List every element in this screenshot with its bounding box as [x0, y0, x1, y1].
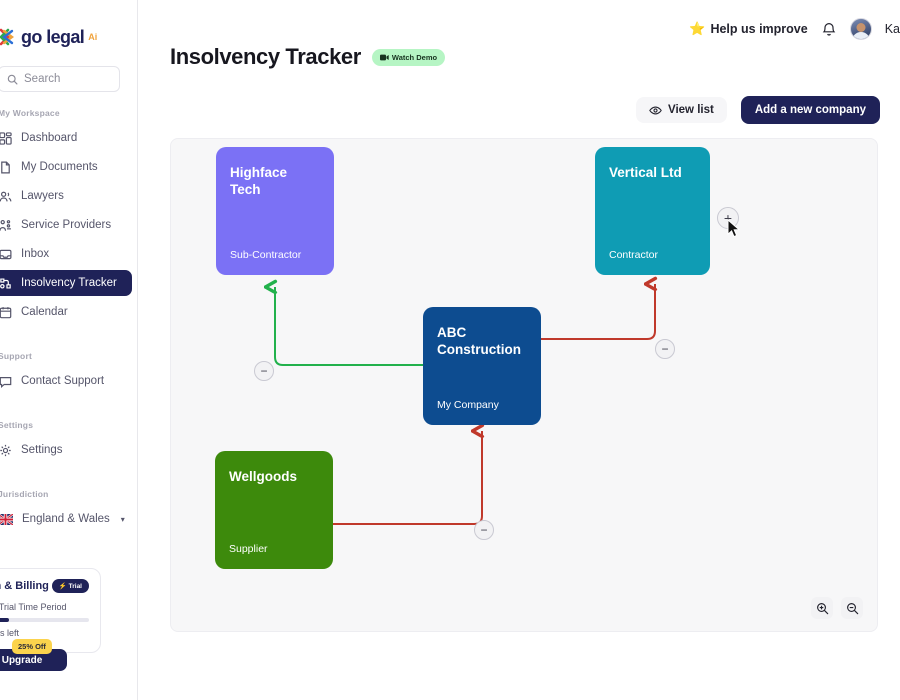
video-icon: [379, 54, 389, 61]
nav-group-label-support: Support: [0, 351, 32, 361]
view-list-label: View list: [668, 104, 714, 116]
sidebar-item-calendar[interactable]: Calendar: [0, 299, 132, 325]
upgrade-button[interactable]: Upgrade: [0, 649, 67, 671]
contact-support-icon: [0, 374, 12, 388]
topbar: ⭐ Help us improve Ka: [689, 0, 900, 58]
nav-group-label-settings: Settings: [0, 420, 34, 430]
sidebar-item-label: Insolvency Tracker: [21, 277, 117, 289]
main-content: ⭐ Help us improve Ka Insolvency Tracker …: [138, 0, 900, 700]
nav-group-label-workspace: My Workspace: [0, 108, 60, 118]
search-placeholder: Search: [24, 73, 61, 85]
lawyers-icon: [0, 189, 12, 203]
page-title: Insolvency Tracker: [170, 44, 361, 69]
search-icon: [7, 74, 18, 85]
company-name: ABC Construction: [437, 325, 521, 357]
zoom-in-icon[interactable]: [811, 597, 833, 619]
zoom-controls: [811, 597, 863, 619]
company-role: Supplier: [229, 543, 268, 555]
remove-edge-button-highface[interactable]: −: [254, 361, 274, 381]
sidebar-item-service-providers[interactable]: Service Providers: [0, 212, 132, 238]
company-node-wellgoods[interactable]: Wellgoods Supplier: [215, 451, 333, 569]
company-node-highface[interactable]: Highface Tech Sub-Contractor: [216, 147, 334, 275]
sidebar-item-label: Calendar: [21, 306, 68, 318]
insolvency-graph-canvas[interactable]: Highface Tech Sub-Contractor Vertical Lt…: [170, 138, 878, 632]
edge-highface-abc: [275, 287, 423, 366]
nav-group-workspace: My Workspace Dashboard My Documents: [0, 108, 137, 325]
company-name: Vertical Ltd: [609, 165, 682, 180]
jurisdiction-selector[interactable]: England & Wales ▾: [0, 506, 132, 532]
add-new-company-button[interactable]: Add a new company: [740, 96, 880, 124]
help-us-improve-button[interactable]: ⭐ Help us improve: [689, 21, 807, 37]
edge-wellgoods-abc: [333, 431, 482, 525]
plan-subtitle: Free Trial Time Period: [0, 602, 67, 612]
view-list-button[interactable]: View list: [636, 97, 727, 123]
trial-badge: ⚡ Trial: [51, 579, 89, 593]
service-providers-icon: [0, 218, 12, 232]
watch-demo-badge[interactable]: Watch Demo: [371, 48, 446, 66]
sidebar-item-label: Contact Support: [21, 375, 105, 387]
nav-group-jurisdiction: Jurisdiction England & Wales ▾: [0, 489, 137, 532]
edge-abc-vertical: [541, 284, 655, 340]
uk-flag-icon: [0, 513, 13, 525]
plan-title: Plan & Billing: [0, 580, 49, 592]
action-row: View list Add a new company: [636, 96, 880, 124]
plan-billing-card: Plan & Billing ⚡ Trial Free Trial Time P…: [0, 568, 101, 671]
logo-wordmark: go legal: [21, 26, 85, 47]
discount-badge: 25% Off: [12, 639, 52, 654]
company-role: My Company: [437, 399, 499, 411]
plan-header: Plan & Billing ⚡ Trial: [0, 579, 89, 593]
avatar[interactable]: [849, 18, 872, 40]
mouse-cursor: [727, 219, 741, 238]
sidebar-item-label: My Documents: [21, 161, 98, 173]
inbox-icon: [0, 247, 12, 261]
company-name: Wellgoods: [229, 469, 298, 484]
eye-icon: [649, 104, 662, 117]
golegal-logo-icon: [0, 27, 18, 47]
sidebar-item-label: Settings: [21, 444, 63, 456]
sidebar-item-dashboard[interactable]: Dashboard: [0, 125, 132, 151]
trial-badge-label: Trial: [68, 583, 82, 590]
search-input[interactable]: Search: [0, 66, 120, 92]
page-title-row: Insolvency Tracker Watch Demo: [170, 44, 446, 70]
bell-icon[interactable]: [821, 21, 837, 37]
sidebar-item-settings[interactable]: Settings: [0, 437, 132, 463]
sidebar-item-insolvency-tracker[interactable]: Insolvency Tracker: [0, 270, 132, 296]
calendar-icon: [0, 305, 12, 319]
user-name: Ka: [884, 22, 900, 36]
document-icon: [0, 160, 12, 174]
sidebar-item-label: Inbox: [21, 248, 50, 260]
sidebar-item-label: Lawyers: [21, 190, 64, 202]
jurisdiction-value: England & Wales: [22, 513, 110, 525]
sidebar-item-inbox[interactable]: Inbox: [0, 241, 132, 267]
nav-group-settings: Settings Settings: [0, 420, 137, 463]
help-label: Help us improve: [710, 22, 808, 36]
watch-demo-label: Watch Demo: [391, 52, 438, 62]
company-name: Highface Tech: [230, 165, 288, 197]
logo-ai-superscript: Ai: [88, 32, 98, 42]
company-node-abc[interactable]: ABC Construction My Company: [423, 307, 541, 425]
dashboard-icon: [0, 131, 12, 145]
trial-progress-bar: [0, 618, 89, 622]
zoom-out-icon[interactable]: [841, 597, 863, 619]
chevron-down-icon: ▾: [120, 514, 125, 524]
company-node-vertical[interactable]: Vertical Ltd Contractor: [595, 147, 710, 275]
sidebar-item-lawyers[interactable]: Lawyers: [0, 183, 132, 209]
star-icon: ⭐: [689, 21, 706, 36]
nav-group-label-jurisdiction: Jurisdiction: [0, 489, 49, 499]
insolvency-tracker-icon: [0, 276, 12, 290]
company-role: Contractor: [609, 249, 659, 261]
remove-edge-button-wellgoods[interactable]: −: [474, 520, 494, 540]
nav-group-support: Support Contact Support: [0, 351, 137, 394]
sidebar-item-my-documents[interactable]: My Documents: [0, 154, 132, 180]
sidebar-item-contact-support[interactable]: Contact Support: [0, 368, 132, 394]
company-role: Sub-Contractor: [230, 249, 302, 261]
remove-edge-button-vertical[interactable]: −: [655, 339, 675, 359]
trial-days-left: 5 days left: [0, 628, 20, 638]
bolt-icon: ⚡: [58, 583, 67, 590]
gear-icon: [0, 443, 12, 457]
sidebar-item-label: Dashboard: [21, 132, 78, 144]
sidebar-item-label: Service Providers: [21, 219, 112, 231]
